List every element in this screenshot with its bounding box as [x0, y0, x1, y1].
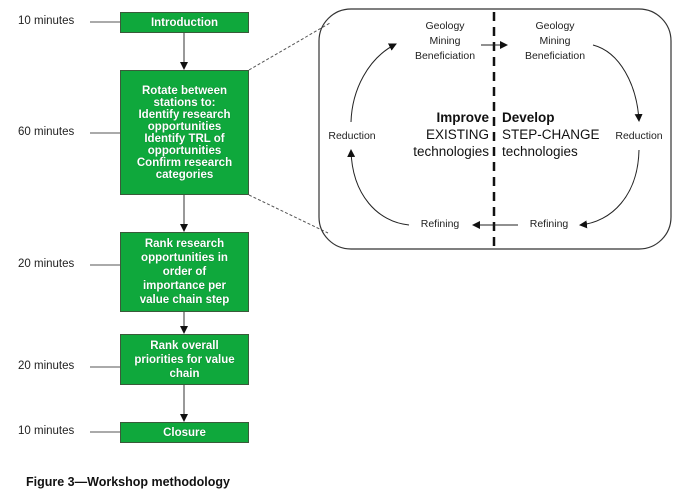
arrow-top-right-to-reduction-right	[592, 44, 643, 122]
detail-panel-border	[318, 8, 672, 250]
stage-label: Mining	[539, 35, 571, 47]
refining-left-label: Refining	[420, 218, 460, 230]
step-text: categories	[155, 168, 214, 181]
step-text: Confirm research	[136, 156, 233, 169]
stage-label: Beneficiation	[524, 50, 586, 62]
figure-caption: Figure 3—Workshop methodology	[26, 475, 230, 489]
refining-right-label: Refining	[529, 218, 569, 230]
center-text: Develop	[502, 110, 555, 125]
reduction-left-label: Reduction	[328, 130, 376, 142]
zoom-connector-bottom	[248, 194, 329, 234]
step-text: value chain step	[139, 294, 230, 306]
step-text: chain	[169, 367, 200, 380]
duration-label: 10 minutes	[18, 15, 75, 27]
step-text: Rotate between	[142, 84, 227, 97]
step-text: opportunities	[147, 144, 222, 157]
duration-label: 60 minutes	[18, 126, 75, 138]
step-text: priorities for value	[134, 353, 235, 366]
stage-label: Geology	[425, 20, 465, 32]
center-text: EXISTING	[425, 127, 489, 142]
reduction-right-label: Reduction	[615, 130, 663, 142]
center-text: technologies	[502, 144, 578, 159]
step-text: Rank overall	[150, 339, 219, 352]
step-text: importance per	[142, 280, 227, 292]
duration-label: 20 minutes	[18, 360, 75, 372]
duration-label: 20 minutes	[18, 258, 75, 270]
stage-label: Beneficiation	[414, 50, 476, 62]
step-text: opportunities in	[141, 252, 228, 264]
step-text: Identify research	[138, 108, 231, 121]
step-introduction: Introduction	[120, 12, 249, 33]
step-text: opportunities	[147, 120, 222, 133]
arrow-refining-to-reduction-left	[347, 149, 410, 226]
step-text: Identify TRL of	[144, 132, 225, 145]
develop-stepchange-label: Develop STEP-CHANGE technologies	[502, 109, 612, 160]
step-text: Rank research	[144, 238, 225, 250]
center-text: technologies	[413, 144, 489, 159]
step-closure: Closure	[120, 422, 249, 443]
duration-label: 10 minutes	[18, 425, 75, 437]
step-text: Introduction	[150, 16, 219, 29]
center-text: STEP-CHANGE	[502, 127, 600, 142]
improve-existing-label: Improve EXISTING technologies	[395, 109, 489, 160]
zoom-connector-top	[248, 22, 331, 71]
step-text: order of	[162, 266, 207, 278]
top-left-stages: Geology Mining Beneficiation	[400, 19, 490, 64]
center-text: Improve	[436, 110, 489, 125]
step-rotate-stations: Rotate between stations to: Identify res…	[120, 70, 249, 195]
arrow-reduction-to-top-left	[350, 43, 397, 123]
step-text: stations to:	[153, 96, 216, 109]
stage-label: Mining	[429, 35, 461, 47]
step-rank-research: Rank research opportunities in order of …	[120, 232, 249, 312]
stage-label: Geology	[535, 20, 575, 32]
top-right-stages: Geology Mining Beneficiation	[510, 19, 600, 64]
arrow-reduction-right-to-refining	[579, 149, 640, 229]
step-rank-overall: Rank overall priorities for value chain	[120, 334, 249, 385]
step-text: Closure	[163, 426, 206, 439]
